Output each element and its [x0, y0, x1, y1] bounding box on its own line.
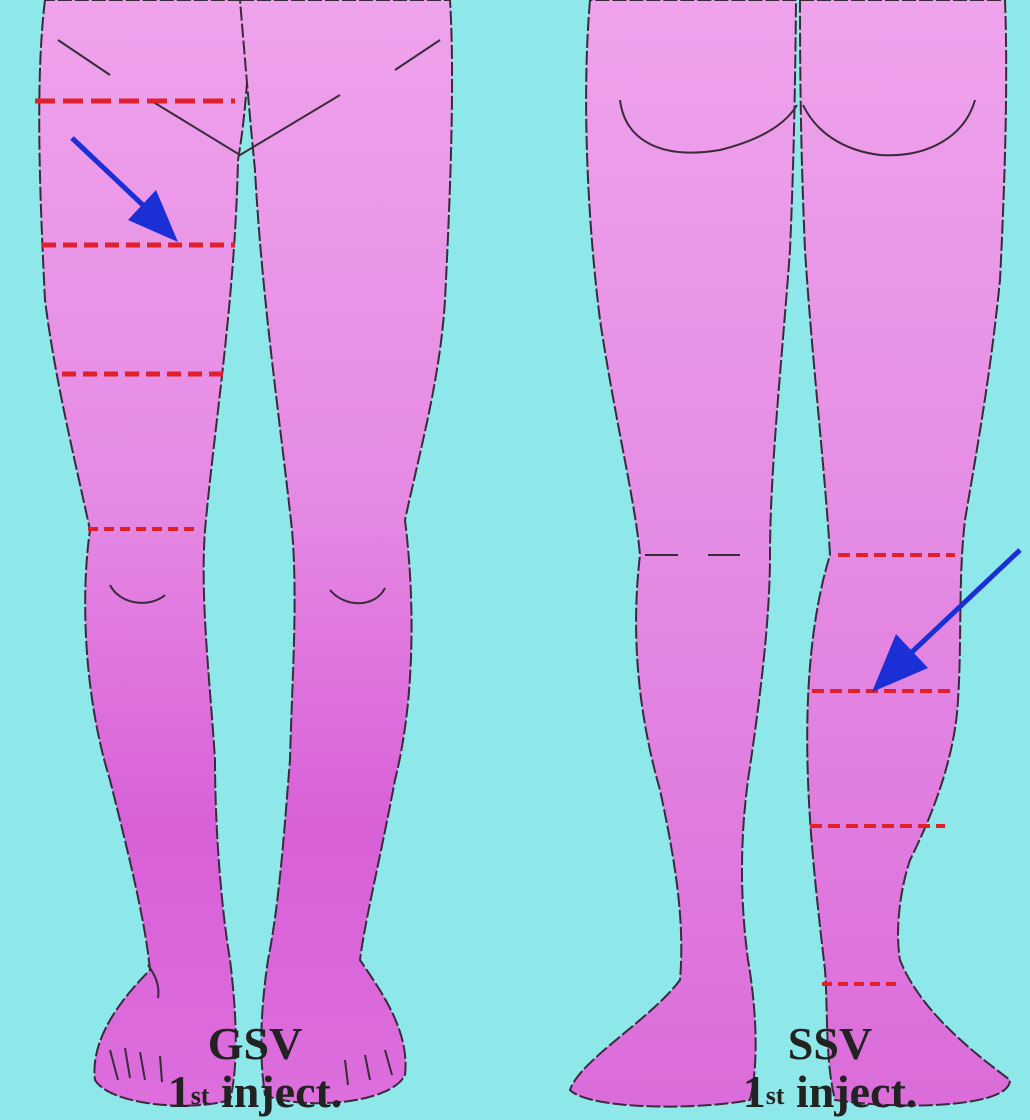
gsv-injection-number: 1: [168, 1066, 191, 1117]
ssv-injection-label: 1st inject.: [715, 1068, 945, 1116]
gsv-vein-name: GSV: [140, 1020, 370, 1068]
gsv-injection-text: inject.: [209, 1066, 342, 1117]
front-right-leg: [39, 0, 250, 1106]
gsv-injection-label: 1st inject.: [140, 1068, 370, 1116]
back-right-leg: [800, 0, 1010, 1105]
ssv-injection-number: 1: [743, 1066, 766, 1117]
front-left-leg: [240, 0, 452, 1103]
ssv-injection-text: inject.: [784, 1066, 917, 1117]
back-legs: [570, 0, 1010, 1107]
gsv-injection-ordinal: st: [191, 1081, 210, 1110]
ssv-label: SSV 1st inject.: [715, 1020, 945, 1116]
ssv-injection-ordinal: st: [766, 1081, 785, 1110]
gsv-label: GSV 1st inject.: [140, 1020, 370, 1116]
back-left-leg: [570, 0, 796, 1107]
ssv-vein-name: SSV: [715, 1020, 945, 1068]
